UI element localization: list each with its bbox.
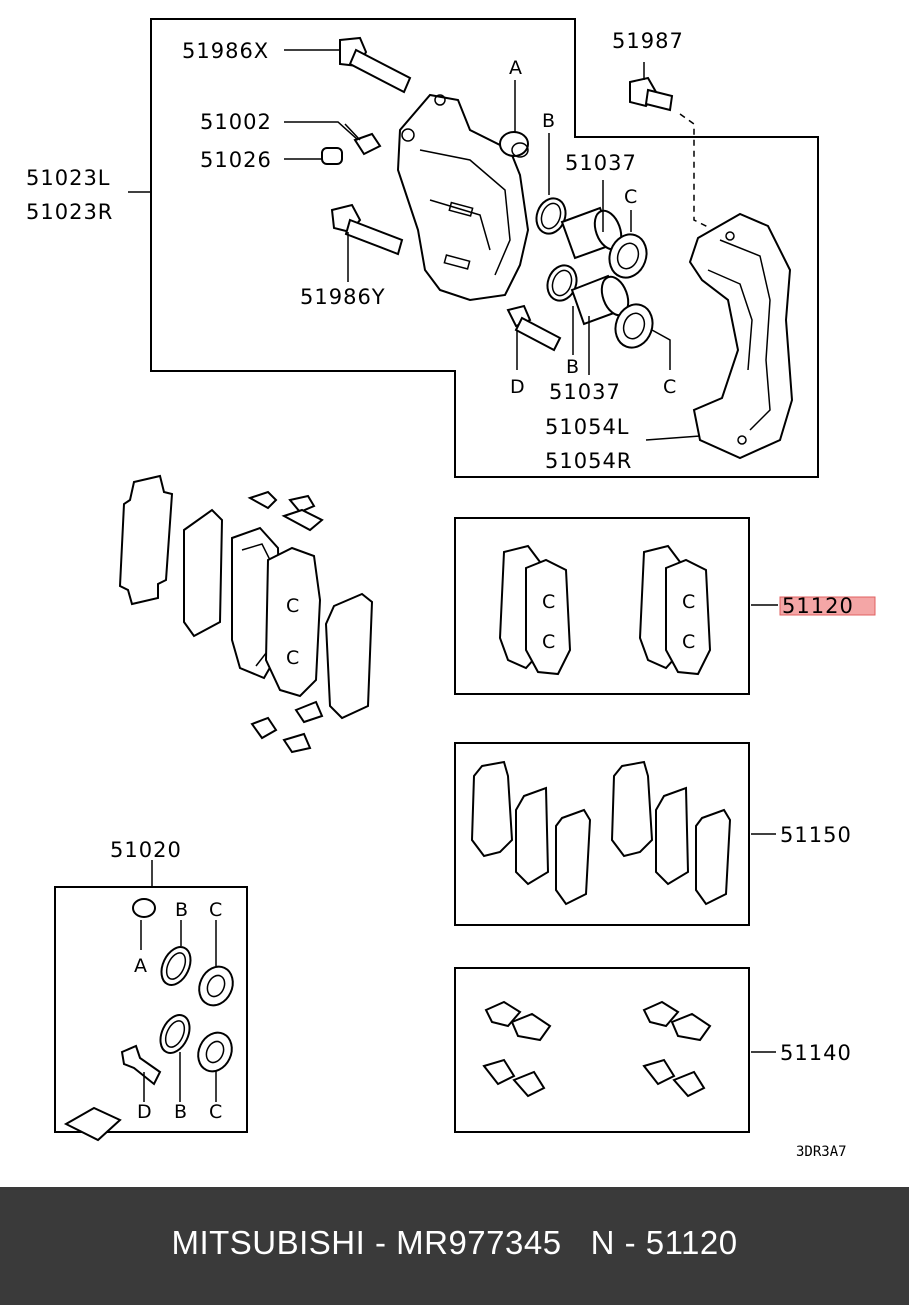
- leader-lines-kit: [140, 920, 217, 1102]
- pad-kit-51120-right[interactable]: C C: [638, 544, 712, 676]
- box-51020: [54, 886, 248, 1133]
- letter-b-mid: B: [566, 356, 579, 378]
- label-51023r: 51023R: [26, 200, 113, 224]
- svg-text:C: C: [682, 591, 695, 613]
- bolt-51987[interactable]: [629, 76, 674, 112]
- pad-set-51150-right[interactable]: [610, 760, 732, 906]
- svg-text:C: C: [286, 647, 299, 669]
- letter-c-kit-2: C: [209, 1101, 222, 1123]
- letter-c-kit: C: [209, 899, 222, 921]
- letter-c-top: C: [624, 186, 637, 208]
- clip-set-51140-left[interactable]: [482, 1000, 552, 1098]
- letter-a-top: A: [509, 57, 522, 79]
- svg-text:C: C: [286, 595, 299, 617]
- footer-bar: MITSUBISHI - MR977345 N - 51120: [0, 1187, 909, 1305]
- label-51986y: 51986Y: [300, 285, 386, 309]
- label-51986x: 51986X: [182, 39, 269, 63]
- label-51987: 51987: [612, 29, 684, 53]
- bleeder-cap-51026[interactable]: [321, 147, 343, 165]
- bleeder-screw-51002[interactable]: [344, 123, 382, 156]
- svg-text:C: C: [542, 631, 555, 653]
- dust-boot-c-top[interactable]: [604, 229, 653, 283]
- caliper-assembly-frame: [150, 18, 819, 478]
- label-51037-bottom: 51037: [549, 380, 621, 404]
- label-51140: 51140: [780, 1041, 852, 1065]
- guide-pin-51986y[interactable]: [330, 203, 404, 256]
- dust-boot-c-bottom[interactable]: [610, 299, 659, 353]
- caliper-support-51054[interactable]: [688, 212, 794, 460]
- label-51026: 51026: [200, 148, 272, 172]
- seal-kit-parts[interactable]: [63, 898, 239, 1142]
- label-51120: 51120: [782, 594, 854, 618]
- label-51023l: 51023L: [26, 166, 111, 190]
- pad-set-exploded[interactable]: C C: [118, 474, 374, 754]
- clip-set-51140-right[interactable]: [642, 1000, 712, 1098]
- leader-lines-top: [128, 49, 711, 441]
- box-51120: [454, 517, 750, 695]
- label-51020: 51020: [110, 838, 182, 862]
- letter-d-mid: D: [510, 376, 525, 398]
- letter-b-kit-2: B: [174, 1101, 187, 1123]
- box-51150: [454, 742, 750, 926]
- svg-text:C: C: [542, 591, 555, 613]
- pad-set-51150-left[interactable]: [470, 760, 592, 906]
- highlight-51120: [779, 596, 876, 616]
- letter-c-mid: C: [663, 376, 676, 398]
- piston-top[interactable]: [560, 206, 626, 260]
- label-51037-top: 51037: [565, 151, 637, 175]
- piston-bottom[interactable]: [570, 273, 633, 326]
- caliper-body[interactable]: [396, 93, 530, 302]
- box-51140: [454, 967, 750, 1133]
- guide-pin-51986x[interactable]: [339, 36, 412, 94]
- letter-b-kit: B: [175, 899, 188, 921]
- label-51054l: 51054L: [545, 415, 630, 439]
- boot-a-top[interactable]: [499, 131, 529, 158]
- footer-part-number: MITSUBISHI - MR977345 N - 51120: [171, 1224, 738, 1261]
- svg-text:C: C: [682, 631, 695, 653]
- letter-d-kit: D: [137, 1101, 152, 1123]
- pin-d[interactable]: [506, 304, 562, 352]
- parts-diagram: 51986X 51002 51026 51023L 51023R 51986Y …: [26, 18, 876, 1160]
- label-51054r: 51054R: [545, 449, 632, 473]
- pad-kit-51120-left[interactable]: C C: [498, 544, 572, 676]
- letter-a-kit: A: [134, 955, 147, 977]
- label-51002: 51002: [200, 110, 272, 134]
- drawing-code: 3DR3A7: [796, 1144, 847, 1160]
- letter-b-top: B: [542, 110, 555, 132]
- label-51150: 51150: [780, 823, 852, 847]
